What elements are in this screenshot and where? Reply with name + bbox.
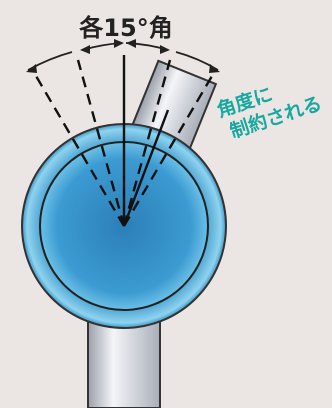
angle-limit-lines [34, 59, 214, 227]
diagram-title: 各15°角 [79, 14, 173, 42]
arrowheads [26, 39, 220, 73]
pipe-axis-line [122, 109, 170, 227]
